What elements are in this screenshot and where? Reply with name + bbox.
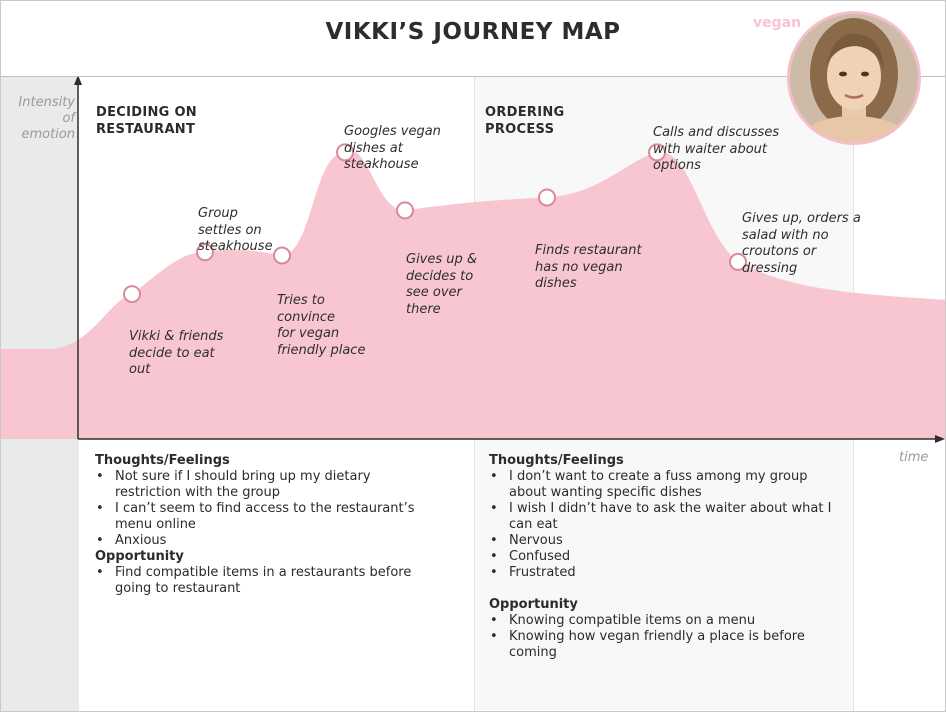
list-item: I don’t want to create a fuss among my g…	[490, 469, 834, 501]
thoughts-heading: Thoughts/Feelings	[95, 453, 230, 468]
emotion-point-marker	[336, 143, 354, 162]
persona-tag: vegan	[753, 15, 802, 31]
opportunity-heading: Opportunity	[489, 597, 578, 612]
list-item: Anxious	[96, 533, 435, 549]
emotion-point-marker	[729, 252, 747, 271]
y-axis-label: Intensity of emotion	[18, 95, 75, 142]
list-item: Knowing how vegan friendly a place is be…	[490, 629, 834, 661]
list-item: Nervous	[490, 533, 834, 549]
page-title: VIKKI’S JOURNEY MAP	[325, 19, 621, 45]
list-item: Find compatible items in a restaurants b…	[96, 565, 435, 597]
emotion-area	[1, 151, 945, 439]
avatar	[787, 11, 921, 145]
opportunity-list: Find compatible items in a restaurants b…	[95, 565, 435, 597]
thoughts-list: I don’t want to create a fuss among my g…	[489, 469, 834, 581]
list-item: I wish I didn’t have to ask the waiter a…	[490, 501, 834, 533]
thoughts-list: Not sure if I should bring up my dietary…	[95, 469, 435, 549]
thoughts-heading: Thoughts/Feelings	[489, 453, 624, 468]
phase-title-deciding: DECIDING ON RESTAURANT	[96, 105, 197, 137]
emotion-markers	[123, 143, 747, 304]
y-axis-arrow	[74, 77, 82, 85]
opportunity-list: Knowing compatible items on a menu Knowi…	[489, 613, 834, 661]
phase-deciding-details: Thoughts/Feelings Not sure if I should b…	[95, 453, 435, 597]
emotion-point-marker	[196, 243, 214, 262]
persona-photo-icon	[790, 14, 918, 142]
emotion-point-marker	[273, 246, 291, 265]
list-item: Knowing compatible items on a menu	[490, 613, 834, 629]
phase-title-ordering: ORDERING PROCESS	[485, 105, 565, 137]
list-item: Confused	[490, 549, 834, 565]
list-item: I can’t seem to find access to the resta…	[96, 501, 435, 533]
list-item: Not sure if I should bring up my dietary…	[96, 469, 435, 501]
x-axis-label: time	[899, 450, 929, 465]
emotion-point-marker	[123, 285, 141, 304]
emotion-chart	[1, 77, 945, 443]
emotion-point-marker	[538, 188, 556, 207]
x-axis-arrow	[935, 435, 945, 443]
emotion-point-marker	[648, 143, 666, 162]
emotion-point-marker	[396, 201, 414, 220]
phase-ordering-details: Thoughts/Feelings I don’t want to create…	[489, 453, 834, 661]
opportunity-heading: Opportunity	[95, 549, 184, 564]
list-item: Frustrated	[490, 565, 834, 581]
